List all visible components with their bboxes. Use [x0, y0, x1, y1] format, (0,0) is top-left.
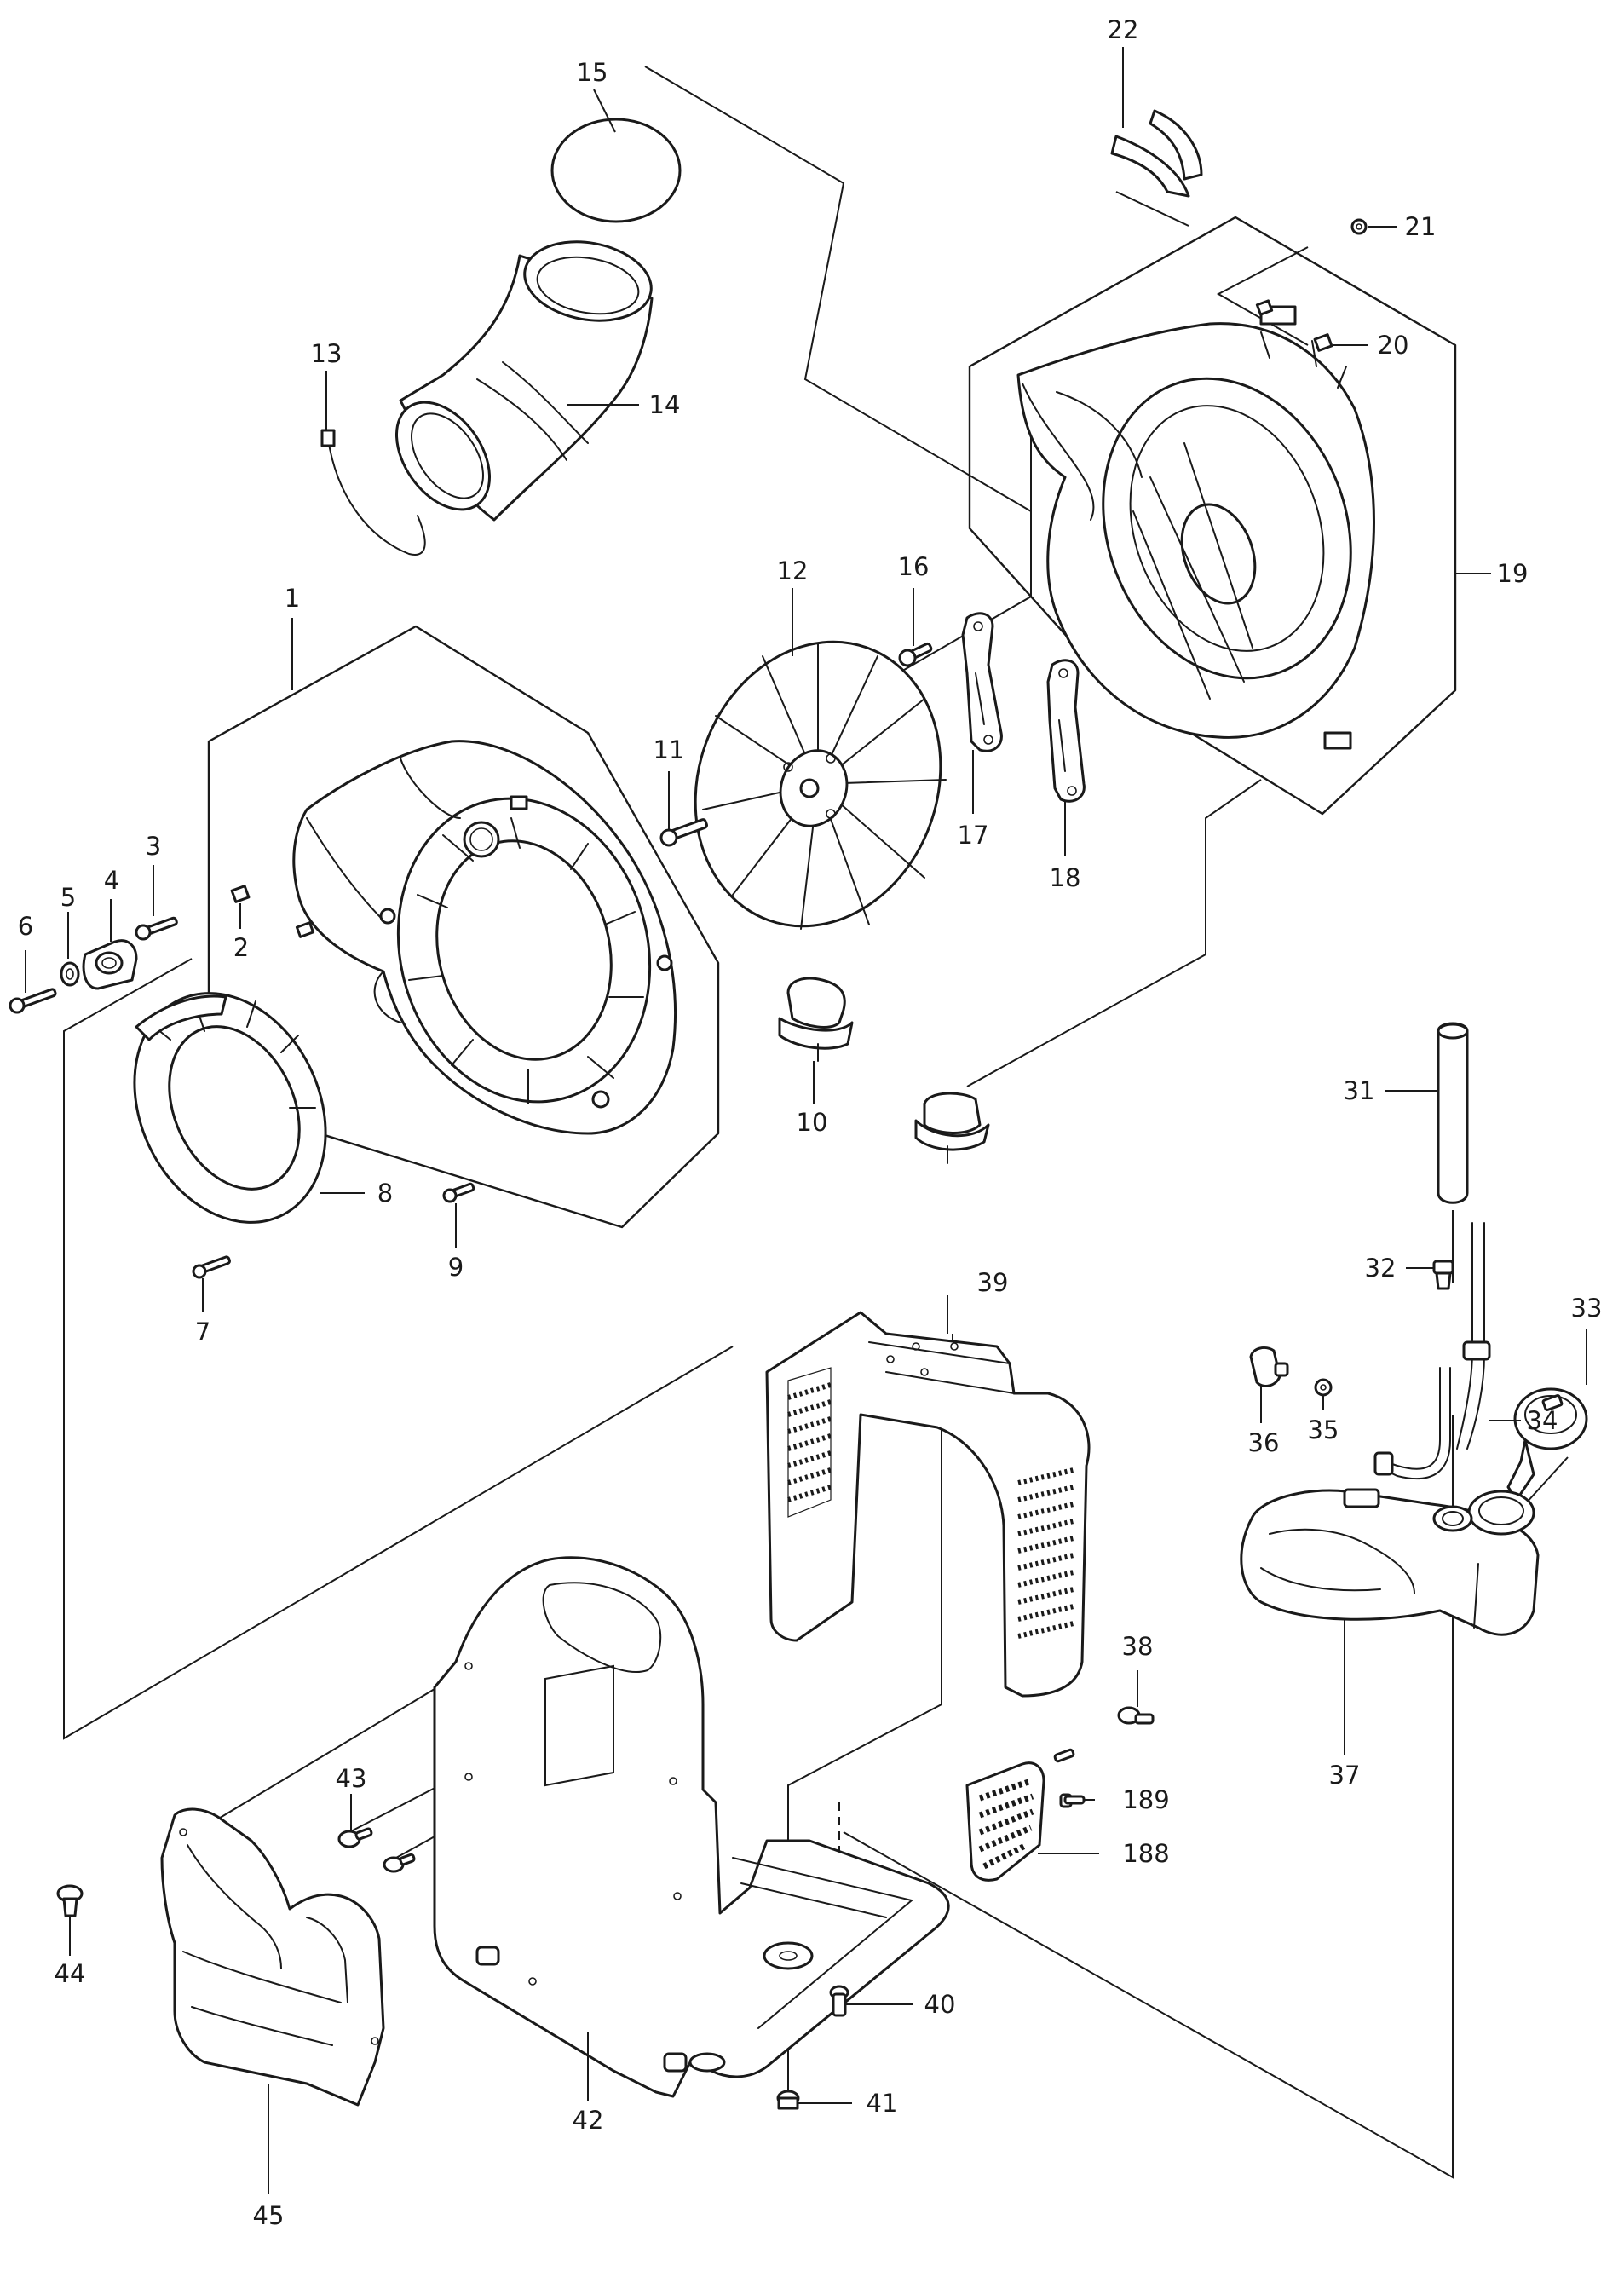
callout-5: 5 — [60, 883, 76, 912]
callout-21: 21 — [1405, 212, 1437, 241]
callout-9: 9 — [448, 1253, 464, 1282]
callout-32: 32 — [1365, 1254, 1397, 1283]
callout-37: 37 — [1329, 1761, 1361, 1790]
fan-housing-rear-group-outline — [968, 216, 1457, 816]
part-43-bolt-second — [383, 1853, 416, 1873]
callout-leaders — [25, 47, 1587, 2194]
part-20-nut — [1313, 333, 1333, 352]
part-37-fuel-tank — [1240, 1488, 1540, 1636]
part-31-tube — [1437, 1022, 1469, 1204]
connection-line-elbow-to-rear-housing — [644, 66, 1032, 512]
shield-mesh-left — [787, 1367, 832, 1518]
callout-39: 39 — [977, 1268, 1009, 1297]
connection-line-cover-45 — [195, 1665, 474, 1833]
part-188-mesh-guard — [965, 1761, 1045, 1882]
callout-33: 33 — [1571, 1294, 1603, 1323]
callout-45: 45 — [253, 2201, 285, 2230]
callout-42: 42 — [573, 2106, 604, 2135]
connection-line-rear-housing-grommet — [966, 779, 1262, 1087]
callout-15: 15 — [577, 58, 608, 87]
part-2-square-nut — [230, 885, 315, 938]
callout-36: 36 — [1248, 1428, 1280, 1457]
callout-38: 38 — [1122, 1632, 1154, 1661]
connection-line-rear-housing-top — [1216, 246, 1309, 346]
part-20-nut-secondary — [1255, 299, 1274, 316]
part-1-front-fan-housing — [292, 740, 677, 1135]
callout-31: 31 — [1344, 1076, 1375, 1105]
callout-14: 14 — [649, 390, 681, 419]
callout-11: 11 — [654, 735, 685, 764]
part-7-screw — [192, 1255, 231, 1279]
part-9-screw — [442, 1182, 475, 1203]
part-32-grommet — [1432, 1260, 1454, 1290]
callout-2: 2 — [233, 933, 249, 962]
callout-35: 35 — [1308, 1415, 1339, 1444]
part-19-rear-fan-housing — [1016, 305, 1375, 750]
part-33-fuel-cap — [1506, 1387, 1588, 1502]
callout-10: 10 — [797, 1108, 828, 1137]
part-3-screw — [135, 916, 178, 941]
callout-44: 44 — [55, 1959, 86, 1988]
callout-12: 12 — [777, 556, 809, 585]
part-12-fan — [694, 640, 947, 930]
callout-43: 43 — [336, 1764, 367, 1793]
connection-line-seals-to-rear — [1115, 191, 1189, 227]
connection-line-plate-base — [787, 1427, 942, 1883]
part-10-grommet — [778, 977, 854, 1062]
callout-188: 188 — [1122, 1839, 1169, 1868]
part-5-washer — [60, 961, 80, 987]
connection-line-left-frame — [63, 958, 734, 1740]
callout-34: 34 — [1527, 1406, 1558, 1435]
part-14-elbow-pipe — [394, 240, 654, 522]
leader-15 — [593, 89, 616, 133]
callout-8: 8 — [377, 1179, 393, 1208]
connection-line-tank-cap — [1524, 1456, 1569, 1505]
part-34-fuel-pipe — [1373, 1222, 1491, 1480]
callout-3: 3 — [146, 832, 161, 861]
callout-189: 189 — [1122, 1785, 1169, 1814]
callout-16: 16 — [898, 552, 930, 581]
part-38-bolt — [1117, 1706, 1155, 1725]
callout-13: 13 — [311, 339, 343, 368]
part-13-band-clamp — [320, 429, 426, 556]
part-4-flange — [82, 939, 138, 990]
part-42-frame — [433, 1556, 950, 2098]
connection-line-frame-to-tank — [843, 1415, 1454, 2179]
part-45-cover — [160, 1807, 385, 2107]
part-35-vent-valve — [1314, 1378, 1333, 1397]
grommet-frame-top — [914, 1092, 990, 1164]
part-16-bolt — [898, 642, 933, 667]
callout-41: 41 — [867, 2089, 898, 2118]
part-6-bolt — [9, 988, 57, 1014]
part-44-push-pin — [56, 1884, 84, 1917]
part-36-fuel-filter — [1249, 1346, 1289, 1387]
part-21-nut — [1350, 218, 1368, 235]
part-17-link-plate — [961, 612, 1003, 752]
callout-numbers: 1 2 3 4 5 6 7 8 9 10 11 12 13 14 15 16 1… — [18, 15, 1603, 2230]
callout-1: 1 — [285, 584, 300, 613]
callout-22: 22 — [1108, 15, 1139, 44]
callout-6: 6 — [18, 912, 33, 941]
callout-18: 18 — [1050, 863, 1081, 892]
callout-40: 40 — [924, 1990, 956, 2019]
part-189-screw — [1059, 1793, 1086, 1808]
callout-7: 7 — [195, 1317, 210, 1346]
part-39-shield-plate — [765, 1311, 1091, 1698]
part-22-seals — [1110, 109, 1203, 198]
callout-17: 17 — [958, 821, 989, 850]
part-43-bolt — [337, 1827, 373, 1848]
part-18-link-plate — [1046, 659, 1086, 803]
callout-20: 20 — [1378, 331, 1409, 360]
part-189-screw-upper — [1053, 1748, 1075, 1763]
part-8-intake-ring — [133, 992, 327, 1224]
part-15-gasket — [550, 118, 682, 223]
part-41-nut — [776, 2090, 800, 2110]
part-40-bolt — [829, 1985, 849, 2017]
callout-19: 19 — [1497, 559, 1529, 588]
callout-4: 4 — [104, 866, 119, 895]
